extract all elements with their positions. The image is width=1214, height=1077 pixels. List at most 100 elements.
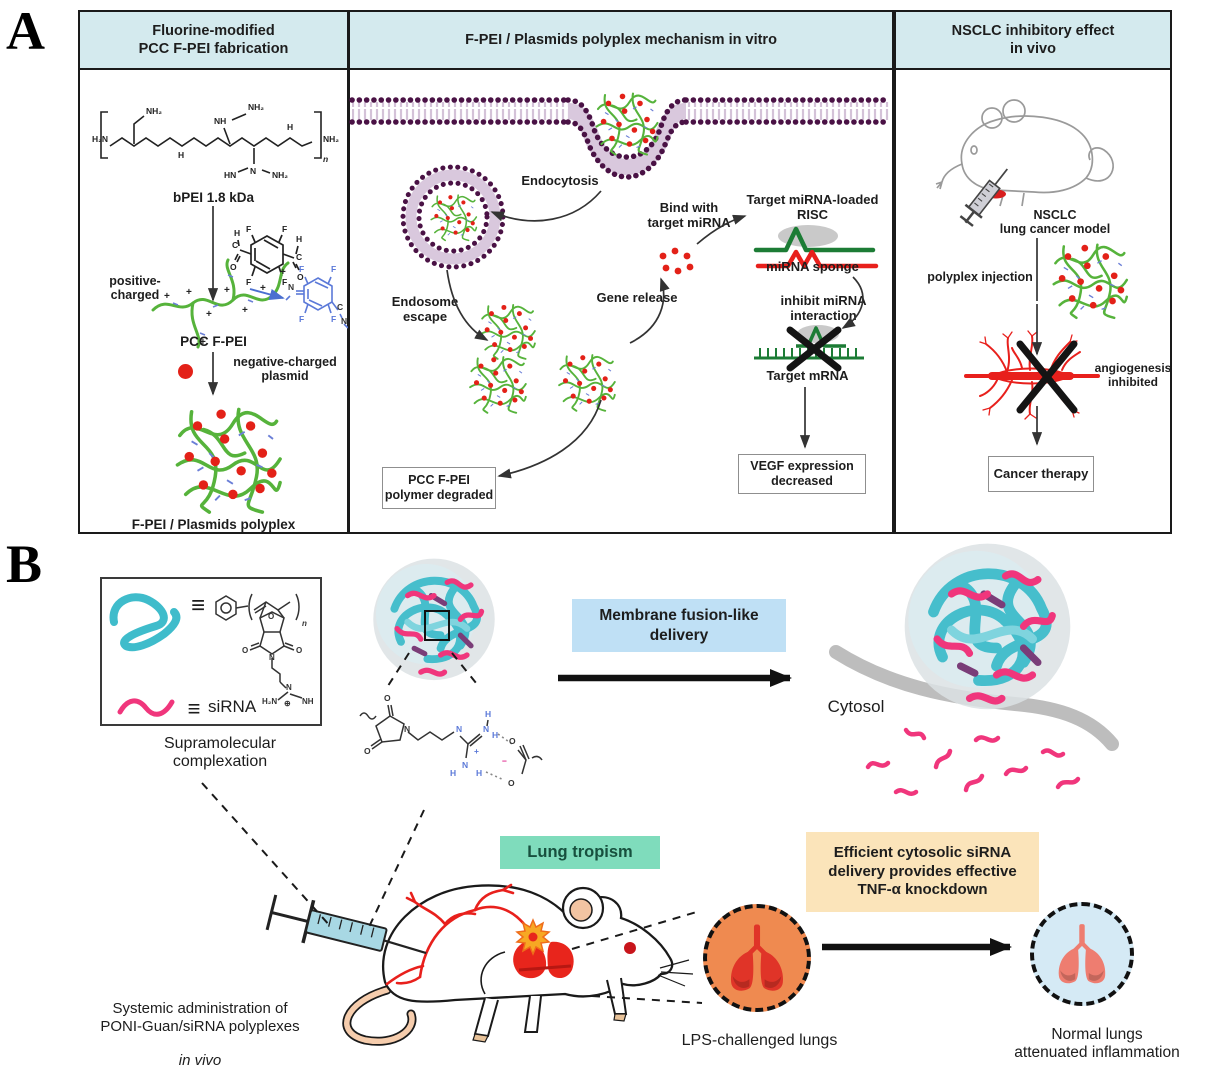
mirna-sponge-label: miRNA sponge	[766, 259, 859, 274]
zoom-square	[424, 610, 450, 641]
cell-membrane-icon	[349, 92, 893, 180]
inflamed-lungs-icon	[513, 940, 574, 979]
risc-mirna-sponge-icon	[753, 225, 879, 269]
polyplex-injection-label: polyplex injection	[927, 270, 1033, 284]
atom-label: N	[456, 724, 462, 734]
cytosol-label: Cytosol	[827, 697, 885, 716]
positive-charged-label: positive- charged	[109, 274, 161, 303]
nsclc-model-label: NSCLC lung cancer model	[999, 208, 1111, 237]
cancer-therapy-box: Cancer therapy	[988, 456, 1094, 492]
fluoro-imine-structure: F F F F N C N	[285, 264, 349, 329]
fused-polyplex-blob-icon	[890, 540, 1085, 720]
panel-b-label: B	[6, 534, 43, 594]
atom-label: NH	[302, 697, 314, 706]
equiv-sign: ≡	[187, 696, 201, 721]
bpei-label: bPEI 1.8 kDa	[172, 190, 255, 205]
atom-label: HN	[224, 170, 236, 180]
atom-label: N	[250, 166, 256, 176]
atom-label: F	[331, 264, 336, 274]
atom-label: C	[337, 302, 343, 312]
poni-polymer-icon	[109, 593, 181, 652]
panel-a-col-mechanism: F-PEI / Plasmids polyplex mechanism in v…	[348, 10, 894, 534]
panel-a-col-fabrication: Fluorine-modified PCC F-PEI fabrication …	[78, 10, 349, 534]
in-vivo-text: in vivo	[178, 1052, 222, 1069]
mouse-eye-icon	[624, 942, 636, 954]
plasmid-dot-icon	[178, 364, 193, 379]
lps-lungs-circle	[703, 904, 811, 1012]
atom-label: H	[296, 234, 302, 244]
atom-label: NH₂	[248, 102, 264, 112]
atom-label: F	[282, 224, 287, 234]
atom-label: H	[492, 730, 498, 740]
lungs-icon	[719, 920, 795, 996]
plus-charge: +	[200, 337, 206, 348]
normal-lungs-label: Normal lungs attenuated inflammation	[1014, 1026, 1180, 1061]
atom-label: O	[364, 746, 371, 756]
atom-label: NH₂	[146, 106, 162, 116]
atom-label: H₂N	[92, 134, 108, 144]
panel-a-col-invivo: NSCLC inhibitory effect in vivo NSCLC lu…	[894, 10, 1172, 534]
atom-label: N	[404, 724, 410, 734]
atom-label: C	[232, 240, 238, 250]
plus-charge: +	[280, 267, 286, 278]
sirna-strand-icon	[117, 698, 175, 717]
plus-charge: +	[224, 285, 230, 296]
syringe-icon	[959, 168, 1009, 227]
atom-label: N	[462, 760, 468, 770]
col2-header: F-PEI / Plasmids polyplex mechanism in v…	[350, 12, 892, 70]
lung-tropism-box: Lung tropism	[500, 836, 660, 869]
pcc-fpei-label: PCC F-PEI	[180, 334, 247, 349]
equiv-sign: ≡	[190, 592, 205, 619]
atom-label: F	[246, 277, 251, 287]
panel-a-label: A	[6, 1, 45, 61]
negative-plasmid-label: negative-charged plasmid	[233, 355, 337, 384]
target-mrna-label: Target mRNA	[766, 368, 849, 383]
inflammation-starburst-icon	[515, 918, 551, 956]
plus-charge: +	[206, 309, 212, 320]
target-mrna-icon	[754, 325, 864, 372]
col3-header: NSCLC inhibitory effect in vivo	[896, 12, 1170, 70]
atom-label: NH₂	[272, 170, 288, 180]
guanidinium-polymer-structure: O O O N N H₂N NH ⊕ n	[215, 593, 314, 708]
atom-label: F	[282, 277, 287, 287]
fpei-polyplex-label: F-PEI / Plasmids polyplex	[131, 517, 296, 532]
hydrogen-bond-structure: O O N N N H H N H H + O O −	[359, 693, 543, 788]
atom-label: H	[485, 709, 491, 719]
atom-label: F	[299, 314, 304, 324]
systemic-admin-label: Systemic administration of PONI-Guan/siR…	[70, 983, 330, 1069]
atom-label: O	[509, 736, 516, 746]
atom-label: NH₂	[323, 134, 339, 144]
atom-label: N	[286, 683, 292, 692]
atom-label: N	[269, 653, 275, 662]
atom-label: −	[502, 756, 507, 766]
atom-label: NH	[214, 116, 226, 126]
atom-label: H₂N	[262, 697, 277, 706]
atom-label: O	[384, 693, 391, 703]
atom-label: H	[178, 150, 184, 160]
atom-label: n	[302, 619, 307, 628]
systemic-admin-text: Systemic administration of PONI-Guan/siR…	[100, 1000, 300, 1035]
atom-label: O	[508, 778, 515, 788]
atom-label: F	[299, 264, 304, 274]
atom-label: H	[234, 228, 240, 238]
atom-label: O	[297, 272, 304, 282]
atom-label: O	[242, 646, 248, 655]
normal-lungs-circle	[1030, 902, 1134, 1006]
atom-label: H	[287, 122, 293, 132]
atom-label: +	[474, 746, 479, 756]
efficient-delivery-box: Efficient cytosolic siRNA delivery provi…	[806, 832, 1039, 912]
atom-label: C	[296, 252, 302, 262]
risc-label: Target miRNA-loaded RISC	[746, 192, 879, 222]
atom-label: ⊕	[284, 699, 291, 708]
atom-label: F	[246, 224, 251, 234]
plus-charge: +	[164, 291, 170, 302]
col1-header: Fluorine-modified PCC F-PEI fabrication	[80, 12, 347, 70]
atom-label: H	[476, 768, 482, 778]
atom-label: N	[483, 724, 489, 734]
atom-label: O	[296, 646, 302, 655]
atom-label: N	[288, 282, 294, 292]
bpei-structure: H₂N NH₂ H NH NH₂ H N HN NH₂ n NH₂	[92, 102, 339, 180]
angiogenesis-label: angiogenesis inhibited	[1094, 361, 1172, 389]
supramolecular-label: Supramolecular complexation	[163, 735, 277, 771]
